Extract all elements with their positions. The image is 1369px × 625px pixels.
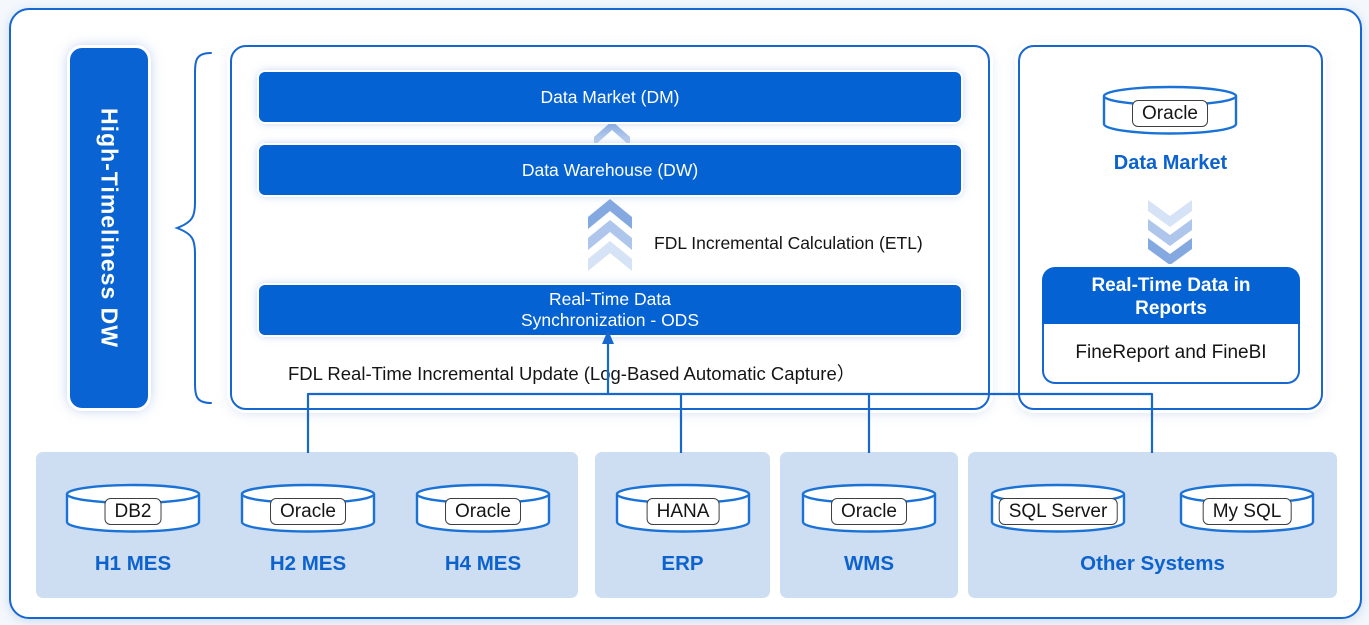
hana-cylinder: HANA	[615, 483, 751, 535]
real-time-reports-box: Real-Time Data in Reports FineReport and…	[1042, 267, 1300, 384]
erp-source-group: HANA ERP	[595, 452, 770, 598]
curly-brace-icon	[174, 52, 212, 404]
db2-cylinder: DB2	[65, 483, 201, 535]
ods-label: Real-Time Data Synchronization - ODS	[521, 289, 699, 331]
ods-label-line1: Real-Time Data	[549, 289, 671, 309]
db-name: DB2	[104, 498, 162, 525]
db-name: My SQL	[1202, 498, 1292, 525]
erp-label: ERP	[661, 552, 704, 575]
data-market-dm-bar: Data Market (DM)	[259, 72, 961, 122]
wms-source-group: Oracle WMS	[780, 452, 958, 598]
h4-mes-label: H4 MES	[444, 552, 522, 575]
report-box-header-label: Real-Time Data in Reports	[1091, 275, 1251, 319]
oracle-cylinder-h4: Oracle	[415, 483, 551, 535]
ods-bar: Real-Time Data Synchronization - ODS	[259, 285, 961, 335]
db-name: HANA	[646, 498, 720, 525]
dw-panel: Data Market (DM) Data Warehouse (DW) FDL…	[230, 45, 990, 410]
other-systems-label: Other Systems	[1080, 552, 1225, 575]
other-systems-source-group: SQL Server My SQL Other Systems	[968, 452, 1337, 598]
db-name: Oracle	[445, 498, 521, 525]
h1-mes-label: H1 MES	[94, 552, 172, 575]
sql-server-cylinder: SQL Server	[990, 483, 1126, 535]
high-timeliness-dw-banner: High-Timeliness DW	[70, 48, 148, 408]
report-box-body: FineReport and FineBI	[1042, 324, 1300, 384]
chevron-up-small-icon	[594, 124, 630, 146]
update-caption: FDL Real-Time Incremental Update (Log-Ba…	[288, 363, 856, 384]
oracle-cylinder-h2: Oracle	[240, 483, 376, 535]
data-warehouse-dw-label: Data Warehouse (DW)	[521, 159, 699, 180]
data-market-dm-label: Data Market (DM)	[540, 86, 680, 107]
etl-caption: FDL Incremental Calculation (ETL)	[654, 233, 923, 253]
data-warehouse-dw-bar: Data Warehouse (DW)	[259, 145, 961, 195]
ods-label-line2: Synchronization - ODS	[521, 310, 699, 330]
report-panel: Oracle Data Market Real-Time Data in Rep…	[1018, 45, 1323, 410]
chevron-down-triple-icon	[1148, 200, 1192, 264]
chevron-up-triple-icon	[588, 199, 632, 271]
mysql-cylinder: My SQL	[1179, 483, 1315, 535]
db-name: Oracle	[270, 498, 346, 525]
oracle-cylinder-wms: Oracle	[801, 483, 937, 535]
db-name: SQL Server	[998, 498, 1118, 525]
mes-source-group: DB2 Oracle Oracle H1 MES H2 MES H4 MES	[36, 452, 578, 598]
h2-mes-label: H2 MES	[269, 552, 347, 575]
db-name: Oracle	[831, 498, 907, 525]
wms-label: WMS	[843, 552, 895, 575]
banner-title: High-Timeliness DW	[96, 108, 123, 348]
data-market-caption: Data Market	[1113, 152, 1228, 174]
report-box-header: Real-Time Data in Reports	[1042, 267, 1300, 324]
db-name: Oracle	[1132, 100, 1208, 127]
oracle-data-market-cylinder: Oracle	[1102, 85, 1238, 137]
